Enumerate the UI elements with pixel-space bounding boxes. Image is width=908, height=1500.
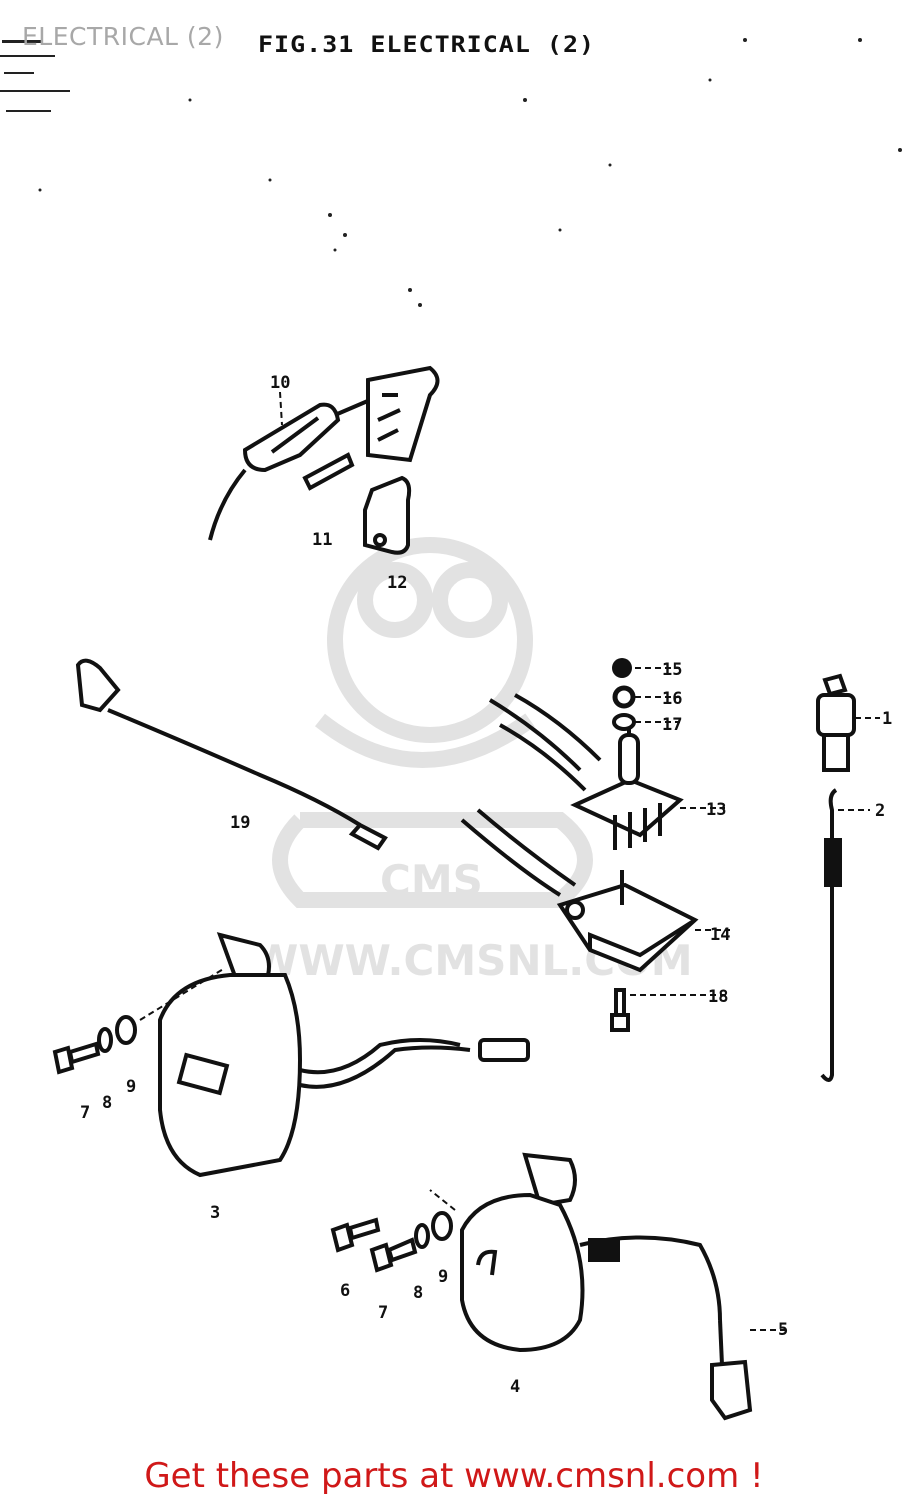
part-19-wire-lead [75,658,388,851]
callout-1: 1 [882,709,892,729]
callout-9: 9 [126,1077,136,1097]
callout-18: 18 [708,987,728,1007]
callout-4: 4 [510,1377,520,1397]
callout-13: 13 [706,800,726,820]
part-2-switch-spring [820,788,842,1082]
part-8b-washer [414,1223,430,1249]
callout-7b: 7 [378,1303,388,1323]
part-15-nut [612,658,632,678]
part-7b-bolt [369,1237,418,1273]
leader-lines [139,391,880,1331]
figure-title: FIG.31 ELECTRICAL (2) [258,31,596,58]
callout-6: 6 [340,1281,350,1301]
get-parts-link[interactable]: Get these parts at www.cmsnl.com ! [144,1456,764,1496]
watermark-logo-text: CMS [380,856,483,905]
callout-8b: 8 [413,1283,423,1303]
callout-7: 7 [80,1103,90,1123]
callout-3: 3 [210,1203,220,1223]
part-17-lock-washer [612,713,636,731]
callout-16: 16 [662,689,682,709]
callout-19: 19 [230,813,250,833]
cms-watermark-logo [272,537,593,908]
part-12-clamp [363,475,412,555]
callout-15: 15 [662,660,682,680]
part-16-washer [612,685,636,709]
callout-12: 12 [387,573,407,593]
scan-noise [0,38,902,307]
page-header-title: ELECTRICAL (2) [22,22,224,51]
part-4-horn [460,1152,753,1421]
callout-11: 11 [312,530,332,550]
part-3-horn [158,932,530,1178]
part-1-brake-switch [816,673,856,772]
part-11-washer [302,452,355,491]
callout-2: 2 [875,801,885,821]
part-8-washer [97,1027,113,1053]
part-6-bolt [330,1217,381,1253]
part-9-washer [115,1015,137,1045]
part-14-regulator [460,808,699,973]
callout-labels: 1 2 3 4 5 6 7 8 9 10 11 12 13 14 15 16 1… [80,373,892,1397]
part-9b-washer [431,1211,453,1241]
part-13-rectifier [488,693,684,850]
part-7-bolt [52,1041,101,1075]
part-10-resistor-cap [208,365,440,541]
callout-8: 8 [102,1093,112,1113]
part-18-screw [610,988,630,1032]
callout-5: 5 [778,1320,788,1340]
callout-17: 17 [662,715,682,735]
callout-10: 10 [270,373,290,393]
callout-9b: 9 [438,1267,448,1287]
callout-14: 14 [710,925,730,945]
